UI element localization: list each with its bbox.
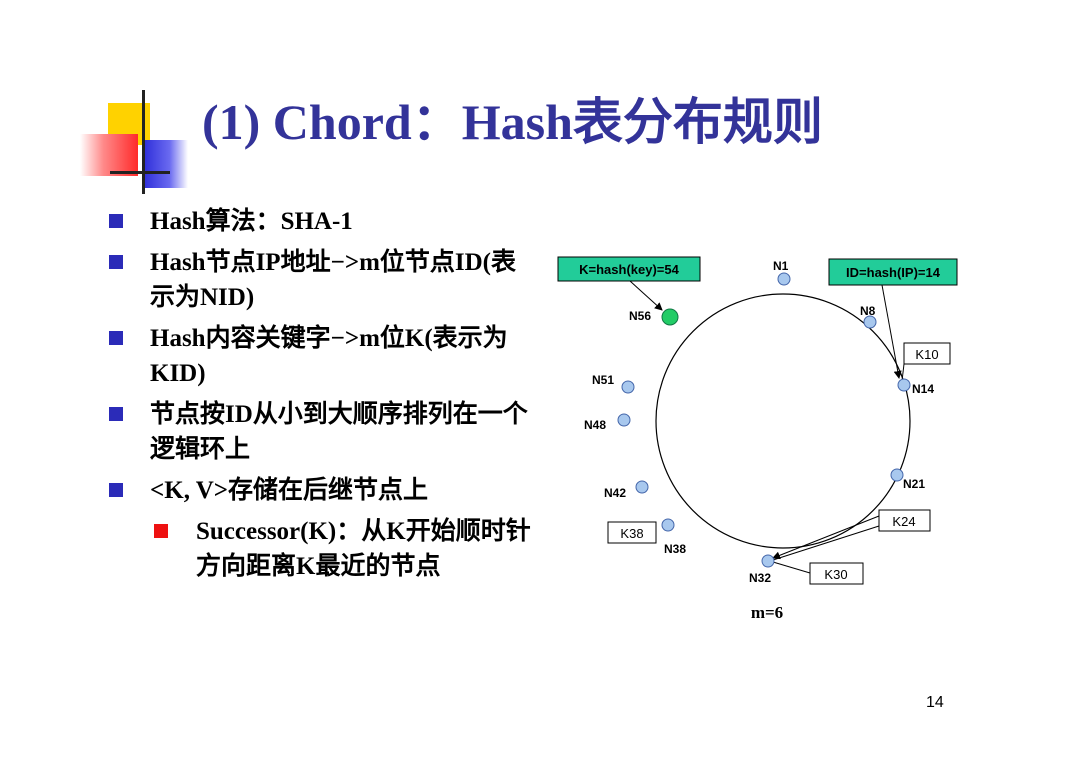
bullet-item: 节点按ID从小到大顺序排列在一个逻辑环上 bbox=[104, 397, 534, 467]
node-label-n38: N38 bbox=[664, 542, 686, 556]
sub-bullet-square-icon bbox=[154, 524, 168, 538]
node-n14 bbox=[897, 378, 911, 392]
bullet-list: Hash算法：SHA-1 Hash节点IP地址−>m位节点ID(表示为NID) … bbox=[104, 204, 534, 584]
logo-decoration-red bbox=[80, 134, 138, 176]
node-label-n48: N48 bbox=[584, 418, 606, 432]
node-n38 bbox=[661, 518, 675, 532]
logo-decoration-horizontal-line bbox=[110, 171, 170, 174]
sub-bullet-text: Successor(K)：从K开始顺时针方向距离K最近的节点 bbox=[196, 518, 531, 580]
slide-title: (1) Chord：Hash表分布规则 bbox=[202, 94, 823, 150]
key-label-k24: K24 bbox=[892, 514, 915, 529]
node-n1 bbox=[777, 272, 791, 286]
id-hash-label-box bbox=[828, 258, 958, 286]
node-n56-highlighted bbox=[661, 308, 679, 326]
bullet-text: <K, V>存储在后继节点上 bbox=[150, 477, 429, 504]
key-label-k10: K10 bbox=[915, 347, 938, 362]
key-box-k30 bbox=[809, 562, 864, 585]
bullet-text: Hash内容关键字−>m位K(表示为KID) bbox=[150, 325, 508, 387]
id-hash-label: ID=hash(IP)=14 bbox=[846, 265, 941, 280]
k30-pointer bbox=[772, 561, 811, 574]
bullet-text: 节点按ID从小到大顺序排列在一个逻辑环上 bbox=[150, 401, 528, 463]
key-hash-pointer bbox=[629, 280, 663, 311]
key-hash-label-box bbox=[557, 256, 701, 282]
bullet-square-icon bbox=[109, 483, 123, 497]
k10-pointer bbox=[901, 363, 905, 382]
page-number: 14 bbox=[926, 694, 944, 711]
logo-decoration-blue bbox=[142, 140, 188, 188]
node-label-n8: N8 bbox=[860, 304, 876, 318]
bullet-item: <K, V>存储在后继节点上 bbox=[104, 473, 534, 508]
node-label-n1: N1 bbox=[773, 259, 789, 273]
node-label-n42: N42 bbox=[604, 486, 626, 500]
node-n32 bbox=[761, 554, 775, 568]
key-label-k38: K38 bbox=[620, 526, 643, 541]
key-box-k24 bbox=[878, 509, 931, 532]
bullet-square-icon bbox=[109, 407, 123, 421]
node-n21 bbox=[890, 468, 904, 482]
logo-decoration-vertical-line bbox=[142, 90, 145, 194]
node-n8 bbox=[863, 315, 877, 329]
key-hash-label: K=hash(key)=54 bbox=[579, 262, 679, 277]
key-label-k30: K30 bbox=[824, 567, 847, 582]
chord-ring-diagram: K=hash(key)=54 ID=hash(IP)=14 K10 K24 K3… bbox=[557, 256, 958, 622]
sub-bullet-item: Successor(K)：从K开始顺时针方向距离K最近的节点 bbox=[104, 514, 534, 584]
id-hash-pointer bbox=[881, 284, 902, 379]
bullet-item: Hash节点IP地址−>m位节点ID(表示为NID) bbox=[104, 245, 534, 315]
k24-pointer-upper bbox=[772, 515, 880, 560]
node-n51 bbox=[621, 380, 635, 394]
bullet-item: Hash算法：SHA-1 bbox=[104, 204, 534, 239]
node-label-n51: N51 bbox=[592, 373, 614, 387]
bullet-square-icon bbox=[109, 331, 123, 345]
key-box-k10 bbox=[903, 342, 951, 365]
k24-pointer-lower bbox=[772, 525, 880, 561]
m-parameter-label: m=6 bbox=[751, 603, 783, 622]
node-label-n32: N32 bbox=[749, 571, 771, 585]
node-label-n21: N21 bbox=[903, 477, 925, 491]
node-n48 bbox=[617, 413, 631, 427]
bullet-square-icon bbox=[109, 214, 123, 228]
key-box-k38 bbox=[607, 521, 657, 544]
node-label-n14: N14 bbox=[912, 382, 934, 396]
bullet-item: Hash内容关键字−>m位K(表示为KID) bbox=[104, 321, 534, 391]
bullet-square-icon bbox=[109, 255, 123, 269]
node-n42 bbox=[635, 480, 649, 494]
bullet-text: Hash算法：SHA-1 bbox=[150, 208, 353, 235]
node-label-n56: N56 bbox=[629, 309, 651, 323]
bullet-text: Hash节点IP地址−>m位节点ID(表示为NID) bbox=[150, 249, 517, 311]
chord-ring bbox=[655, 293, 911, 549]
